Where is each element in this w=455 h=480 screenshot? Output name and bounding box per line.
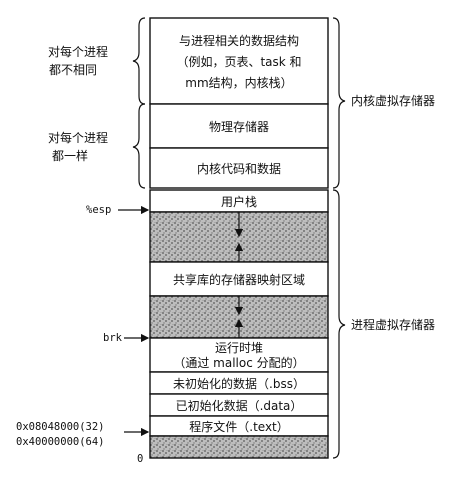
process-virtual-memory-label: 进程虚拟存储器 — [351, 317, 435, 332]
brk-pointer-label: brk — [103, 332, 123, 344]
segment-reserved-bottom — [149, 435, 329, 459]
segment-runtime-heap — [149, 337, 329, 373]
heap-label-line1: 运行时堆 — [215, 341, 263, 355]
user-stack-label: 用户栈 — [221, 194, 257, 209]
segment-kernel-code-data — [149, 147, 329, 189]
same-label-line1: 对每个进程 — [48, 130, 108, 145]
heap-label-line2: （通过 malloc 分配的） — [173, 355, 304, 370]
data-label: 已初始化数据（.data） — [176, 398, 303, 413]
kernel-code-data-label: 内核代码和数据 — [197, 161, 281, 176]
bss-label: 未初始化的数据（.bss） — [173, 376, 305, 391]
different-label-line1: 对每个进程 — [48, 44, 108, 59]
address-zero: 0 — [137, 453, 143, 465]
right-brace-kernel — [332, 17, 346, 189]
address-32bit: 0x08048000(32) — [16, 421, 105, 433]
esp-pointer-label: %esp — [86, 204, 111, 216]
shared-libraries-label: 共享库的存储器映射区域 — [173, 272, 305, 287]
text-label: 程序文件（.text） — [189, 419, 289, 434]
segment-shared-libraries — [149, 261, 329, 297]
physical-memory-label: 物理存储器 — [209, 119, 269, 134]
left-brace-same — [132, 103, 146, 189]
process-structures-line2: （例如，页表、task 和 — [176, 54, 301, 69]
segment-physical-memory — [149, 103, 329, 149]
different-label-line2: 都不相同 — [49, 63, 97, 77]
process-structures-line3: mm结构，内核栈） — [185, 75, 292, 90]
kernel-virtual-memory-label: 内核虚拟存储器 — [351, 93, 435, 108]
address-64bit: 0x40000000(64) — [16, 436, 105, 448]
same-label-line2: 都一样 — [52, 148, 88, 163]
left-brace-different — [132, 17, 146, 105]
segment-process-structures — [149, 17, 329, 105]
process-structures-line1: 与进程相关的数据结构 — [179, 33, 299, 48]
right-brace-process — [332, 189, 346, 459]
